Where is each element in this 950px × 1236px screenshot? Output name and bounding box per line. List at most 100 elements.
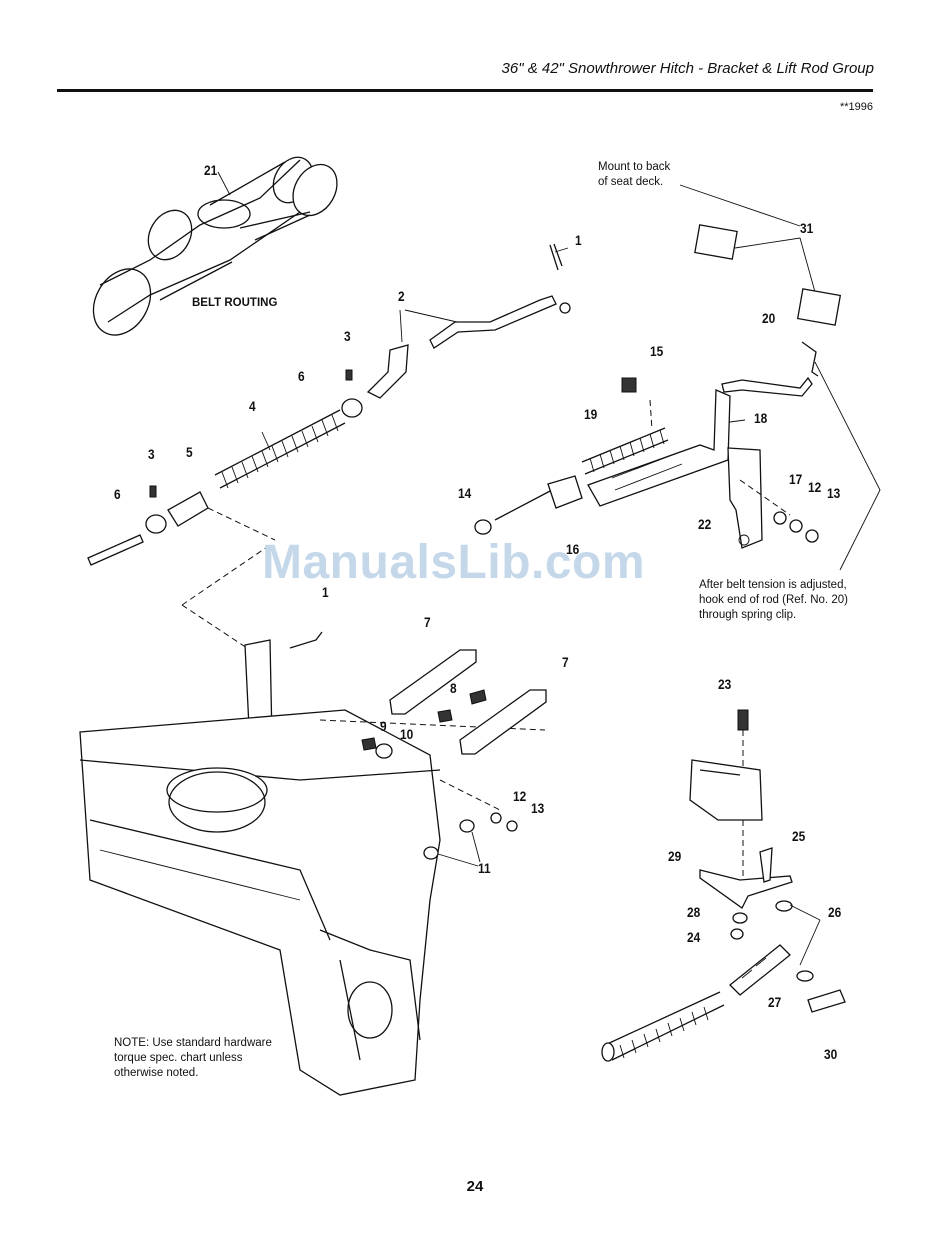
bolt-8b xyxy=(437,709,453,723)
spacer-6a xyxy=(341,398,363,418)
callout-31: 31 xyxy=(800,220,814,236)
callout-25: 25 xyxy=(792,828,806,844)
bracket-18 xyxy=(587,389,731,507)
callout-15: 15 xyxy=(650,343,664,359)
nut-11b xyxy=(423,846,439,860)
callout-16: 16 xyxy=(566,541,580,557)
callout-7-left: 7 xyxy=(424,614,431,630)
nut-11a xyxy=(459,819,475,833)
watermark: ManualsLib.com xyxy=(262,536,646,589)
callout-29: 29 xyxy=(668,848,682,864)
link-7b xyxy=(459,689,547,755)
spacer-6b xyxy=(145,514,167,534)
callout-3-left: 3 xyxy=(148,446,155,462)
hairpin-1b xyxy=(289,631,323,649)
washer-12a xyxy=(789,519,803,533)
nut-13a xyxy=(805,529,819,543)
callout-21: 21 xyxy=(204,162,218,178)
callout-12-mid: 12 xyxy=(513,788,527,804)
bolt-15 xyxy=(621,377,637,393)
callout-1-top: 1 xyxy=(575,232,582,248)
leader-31 xyxy=(734,237,816,293)
belt-routing-label: BELT ROUTING xyxy=(192,297,278,309)
bolt-3a xyxy=(345,369,353,381)
callout-6-top: 6 xyxy=(298,368,305,384)
mount-note: Mount to back of seat deck. xyxy=(598,160,670,190)
callout-13-mid: 13 xyxy=(531,800,545,816)
dash-22 xyxy=(739,479,791,516)
hardware-note-line2: torque spec. chart unless xyxy=(114,1052,243,1064)
hitch-assembly xyxy=(601,709,846,1062)
spring-4 xyxy=(214,409,346,489)
washer-17 xyxy=(773,511,787,525)
callout-12-top: 12 xyxy=(808,479,822,495)
callout-19: 19 xyxy=(584,406,598,422)
header-rule xyxy=(57,89,873,92)
callout-7-right: 7 xyxy=(562,654,569,670)
callout-28: 28 xyxy=(687,904,701,920)
nut-13b xyxy=(506,820,518,832)
callout-24: 24 xyxy=(687,929,701,945)
callout-9: 9 xyxy=(380,718,387,734)
callout-27: 27 xyxy=(768,994,782,1010)
spring-clip xyxy=(801,341,819,377)
dash-5 xyxy=(207,507,276,541)
callout-13-top: 13 xyxy=(827,485,841,501)
callout-2: 2 xyxy=(398,288,405,304)
hardware-note-line3: otherwise noted. xyxy=(114,1067,199,1079)
tractor-frame xyxy=(79,544,546,1096)
decal-31b xyxy=(796,288,842,326)
callout-22: 22 xyxy=(698,516,712,532)
tension-note: After belt tension is adjusted, hook end… xyxy=(699,578,848,623)
hardware-note: NOTE: Use standard hardware torque spec.… xyxy=(114,1036,272,1081)
hardware-note-line1: NOTE: Use standard hardware xyxy=(114,1037,272,1049)
tension-note-line1: After belt tension is adjusted, xyxy=(699,579,847,591)
callout-26: 26 xyxy=(828,904,842,920)
callout-3-top: 3 xyxy=(344,328,351,344)
tension-note-line3: through spring clip. xyxy=(699,609,797,621)
callout-5: 5 xyxy=(186,444,193,460)
plate-22 xyxy=(727,447,763,549)
callout-20: 20 xyxy=(762,310,776,326)
callout-30: 30 xyxy=(824,1046,838,1062)
bolt-9 xyxy=(361,737,377,751)
belt-routing-drawing xyxy=(92,156,338,336)
callout-6-left: 6 xyxy=(114,486,121,502)
mount-note-line2: of seat deck. xyxy=(598,176,664,188)
revision-code: **1996 xyxy=(839,101,873,113)
tension-note-line2: hook end of rod (Ref. No. 20) xyxy=(699,594,848,606)
collar-5 xyxy=(167,491,209,527)
plate-hole xyxy=(738,534,750,546)
callout-17: 17 xyxy=(789,471,803,487)
bolt-8a xyxy=(469,689,487,705)
callout-18: 18 xyxy=(754,410,768,426)
lift-rod-2b xyxy=(429,295,557,349)
callout-1-mid: 1 xyxy=(322,584,329,600)
callout-10: 10 xyxy=(400,726,414,742)
washer-12b xyxy=(490,812,502,824)
knob-16 xyxy=(547,475,583,509)
callout-8: 8 xyxy=(450,680,457,696)
spacer-10 xyxy=(375,743,393,759)
rod-left xyxy=(87,534,144,566)
washer-2 xyxy=(559,302,571,314)
dash-15 xyxy=(649,399,653,431)
leader-mount xyxy=(679,184,801,227)
decal-31a xyxy=(694,224,738,260)
hairpin-1a xyxy=(549,243,563,271)
callout-4: 4 xyxy=(249,398,256,414)
bolt-3b xyxy=(149,485,157,498)
mount-note-line1: Mount to back xyxy=(598,161,671,173)
page-title: 36" & 42" Snowthrower Hitch - Bracket & … xyxy=(501,60,874,77)
nut-14 xyxy=(474,519,492,535)
callout-11: 11 xyxy=(478,860,491,876)
callout-14: 14 xyxy=(458,485,472,501)
callout-23: 23 xyxy=(718,676,732,692)
lift-rod-2a xyxy=(366,344,409,399)
leader-11 xyxy=(437,831,481,867)
leader-clip xyxy=(814,361,881,571)
link-7a xyxy=(389,649,477,715)
page-number: 24 xyxy=(466,1178,484,1195)
bolt-16-shank xyxy=(494,489,553,521)
